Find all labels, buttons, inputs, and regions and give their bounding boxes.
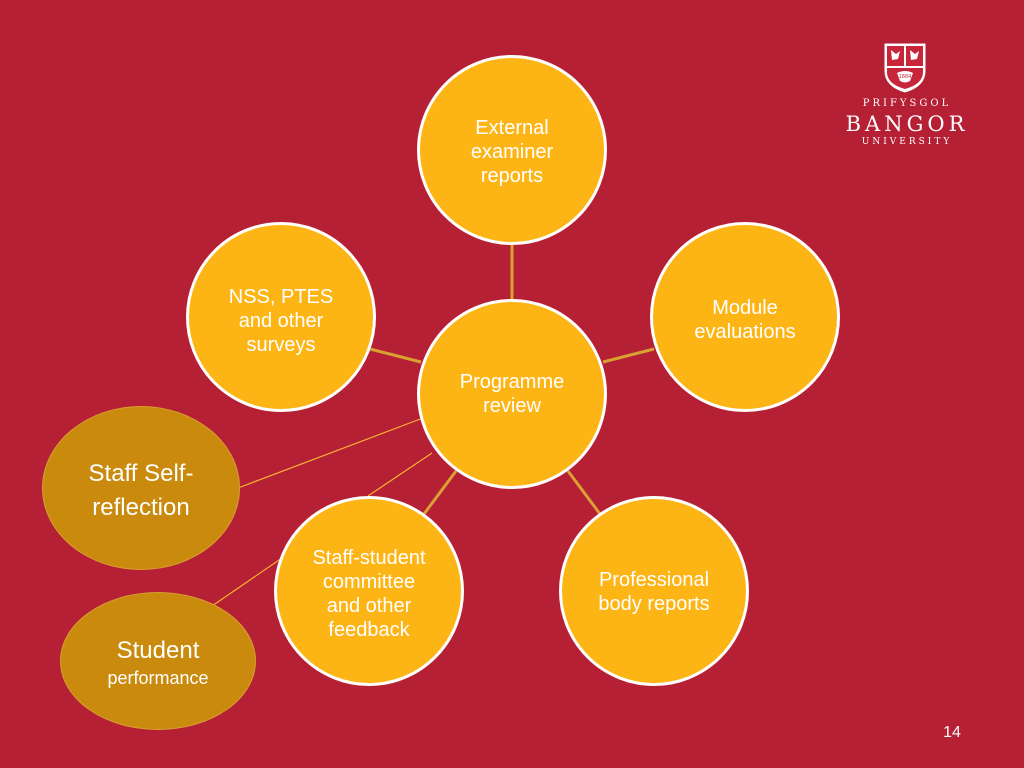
logo-text-prifysgol: PRIFYSGOL xyxy=(862,98,952,109)
node-external-examiner-reports: External examiner reports xyxy=(417,55,607,245)
node-label-line1: Student xyxy=(116,637,200,664)
node-label: External examiner reports xyxy=(470,117,554,187)
node-module-evaluations: Module evaluations xyxy=(650,222,840,412)
connector-student-performance-to-staff-student xyxy=(211,557,283,607)
crest-year: 1884 xyxy=(899,74,912,80)
node-staff-student-committee: Staff-student committee and other feedba… xyxy=(274,496,464,686)
university-logo: 1884 PRIFYSGOL BANGOR UNIVERSITY xyxy=(838,40,976,152)
crest-shield-icon: 1884 xyxy=(883,42,927,94)
node-staff-self-reflection: Staff Self- reflection xyxy=(42,406,240,570)
logo-text-university: UNIVERSITY xyxy=(861,137,953,147)
connector-self-reflection-to-staff-student xyxy=(367,452,433,497)
node-label: Staff Self- reflection xyxy=(88,460,194,521)
logo-text-bangor: BANGOR xyxy=(845,112,969,136)
connector-self-reflection-to-programme xyxy=(237,417,424,489)
node-label: NSS, PTES and other surveys xyxy=(228,286,334,356)
page-number: 14 xyxy=(943,724,961,741)
node-nss-ptes-surveys: NSS, PTES and other surveys xyxy=(186,222,376,412)
node-label: Professional body reports xyxy=(598,569,710,615)
node-label: Module evaluations xyxy=(694,297,796,343)
connector-module-to-programme xyxy=(602,347,655,364)
node-student-performance: Student performance xyxy=(60,592,256,730)
connector-staff-student-to-programme xyxy=(422,470,458,515)
connector-professional-to-programme xyxy=(566,470,602,515)
node-label: Staff-student committee and other feedba… xyxy=(312,547,426,641)
node-label-line2: performance xyxy=(107,668,209,688)
node-professional-body-reports: Professional body reports xyxy=(559,496,749,686)
connector-nss-to-programme xyxy=(369,347,422,364)
node-programme-review: Programme review xyxy=(417,299,607,489)
node-label: Programme review xyxy=(459,371,565,417)
